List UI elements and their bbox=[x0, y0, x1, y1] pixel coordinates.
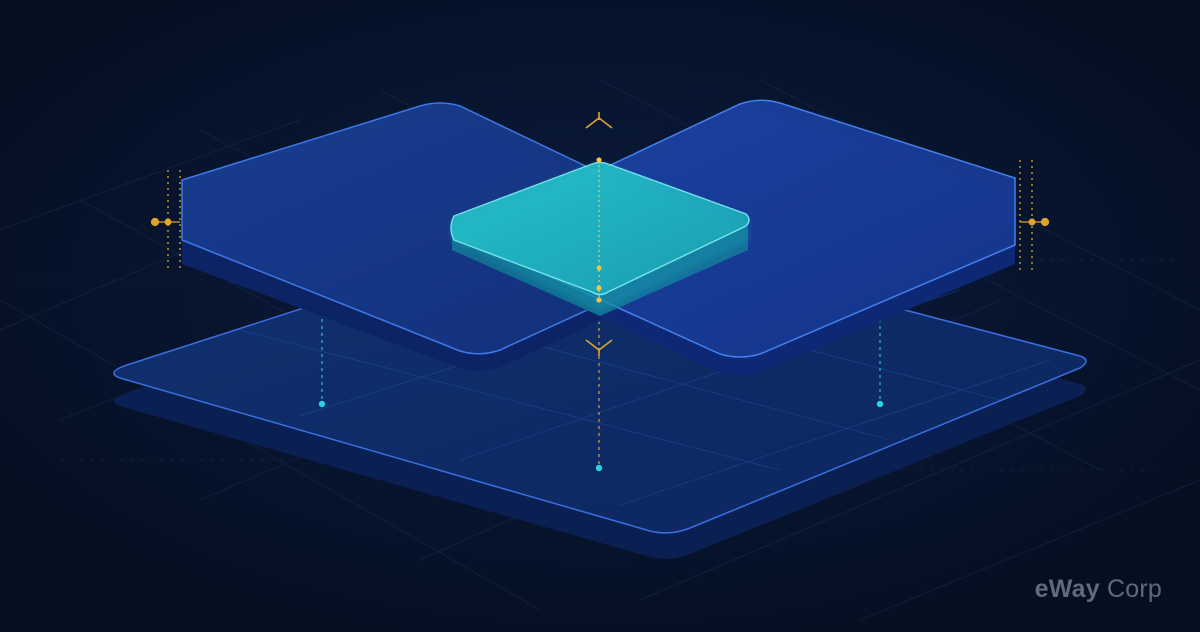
brand-name-bold: eWay bbox=[1034, 575, 1100, 603]
eway-logo: eWay Corp bbox=[1035, 575, 1162, 604]
right-dimension-marker bbox=[1019, 160, 1050, 272]
left-dimension-marker bbox=[150, 170, 181, 270]
center-caret-markers bbox=[585, 112, 613, 356]
overlap-highlight bbox=[450, 161, 750, 316]
brand-name-light: Corp bbox=[1099, 575, 1162, 603]
center-axis-dots bbox=[596, 157, 602, 303]
